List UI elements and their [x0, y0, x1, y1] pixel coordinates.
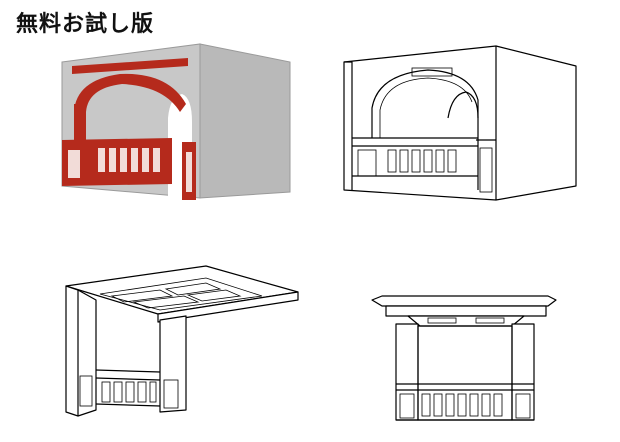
side-wall — [199, 43, 291, 199]
panel-insets — [68, 148, 160, 178]
left-pillar — [74, 104, 86, 144]
page-title: 無料お試し版 — [16, 12, 155, 37]
top-beam — [72, 58, 188, 74]
red-arch — [74, 73, 186, 112]
